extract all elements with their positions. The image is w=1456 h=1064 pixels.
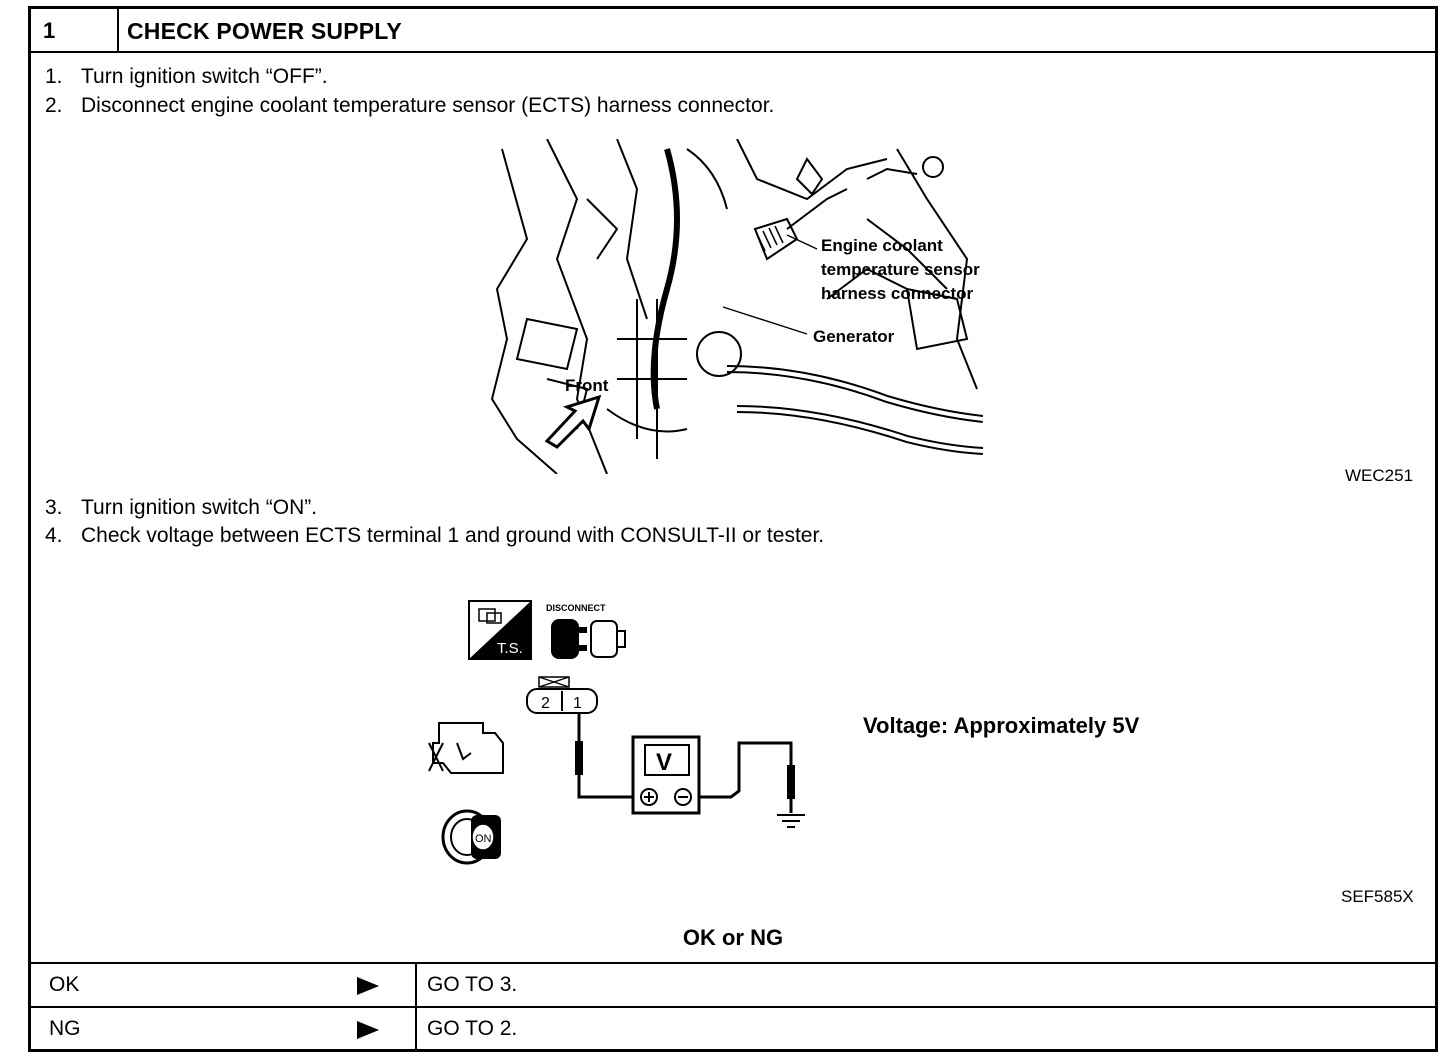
voltage-spec: Voltage: Approximately 5V	[863, 713, 1140, 738]
disconnect-label: DISCONNECT	[546, 603, 606, 613]
result-heading: OK or NG	[682, 925, 784, 950]
meter-label: V	[656, 749, 672, 776]
step-text: Turn ignition switch “ON”.	[81, 496, 318, 519]
procedure-header: 1 CHECK POWER SUPPLY	[31, 9, 1435, 53]
engine-icon	[428, 722, 504, 774]
engine-bay-illustration: Engine coolant temperature sensor harnes…	[490, 139, 983, 474]
pin-2-label: 2	[541, 695, 550, 712]
result-action: GO TO 2.	[427, 1017, 518, 1040]
sensor-callout-line2: temperature sensor	[821, 260, 980, 279]
procedure-title: CHECK POWER SUPPLY	[127, 18, 402, 44]
ignition-key-icon: ON	[441, 809, 501, 865]
instruction-step: 1. Turn ignition switch “OFF”.	[45, 63, 328, 91]
step-text: Disconnect engine coolant temperature se…	[81, 94, 775, 117]
result-action: GO TO 3.	[427, 973, 518, 996]
step-text: Check voltage between ECTS terminal 1 an…	[81, 524, 825, 547]
sensor-callout-line1: Engine coolant	[821, 236, 943, 255]
column-divider	[415, 964, 417, 1052]
divider	[31, 1006, 1435, 1008]
ground-symbol	[777, 814, 805, 828]
ects-connector-icon: 2 1	[526, 676, 598, 714]
figure-id: WEC251	[1345, 466, 1414, 485]
ts-label: T.S.	[497, 640, 523, 657]
trouble-shooting-icon: T.S.	[468, 600, 532, 660]
result-row-ok: OK GO TO 3.	[31, 964, 1435, 1006]
disconnect-icon: DISCONNECT	[546, 603, 626, 659]
front-callout: Front	[565, 376, 609, 395]
sensor-callout-line3: harness connector	[821, 284, 973, 303]
key-on-label: ON	[475, 833, 492, 845]
instruction-step: 4. Check voltage between ECTS terminal 1 …	[45, 522, 824, 550]
pin-1-label: 1	[573, 695, 582, 712]
instruction-step: 3. Turn ignition switch “ON”.	[45, 494, 317, 522]
step-number: 1	[31, 9, 119, 51]
figure-id: SEF585X	[1341, 887, 1414, 906]
result-row-ng: NG GO TO 2.	[31, 1008, 1435, 1050]
play-arrow-icon	[357, 977, 379, 995]
divider	[31, 962, 1435, 964]
instruction-step: 2. Disconnect engine coolant temperature …	[45, 92, 774, 120]
voltage-check-diagram: T.S. DISCONNECT 2 1	[428, 600, 805, 865]
step-index: 3.	[45, 496, 63, 519]
step-index: 1.	[45, 65, 63, 88]
play-arrow-icon	[357, 1021, 379, 1039]
result-label: NG	[49, 1017, 81, 1040]
step-index: 4.	[45, 524, 63, 547]
procedure-frame: 1 CHECK POWER SUPPLY 1. Turn ignition swi…	[28, 6, 1438, 1052]
voltmeter-icon: V	[631, 735, 701, 815]
result-label: OK	[49, 973, 80, 996]
step-text: Turn ignition switch “OFF”.	[81, 65, 328, 88]
generator-callout: Generator	[813, 327, 895, 346]
step-index: 2.	[45, 94, 63, 117]
